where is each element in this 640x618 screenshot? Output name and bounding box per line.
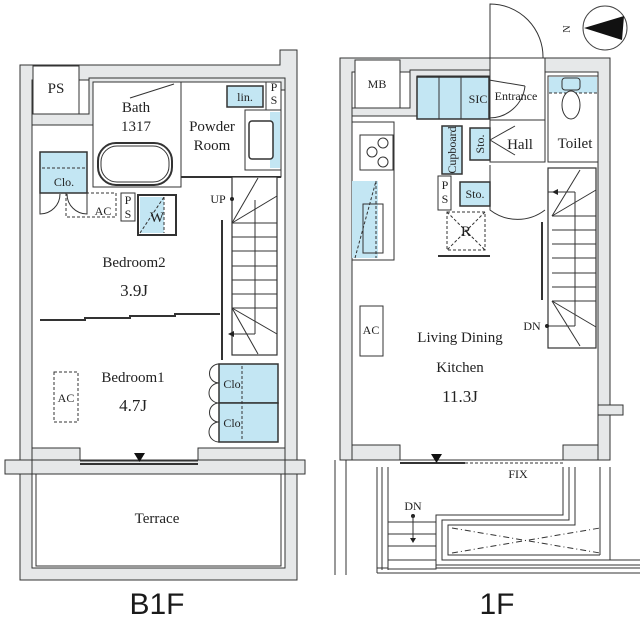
b1f-ps-box <box>32 65 80 115</box>
label-powder: Powder <box>189 119 235 135</box>
label-ps-p: P <box>271 80 278 94</box>
label-hall: Hall <box>507 137 533 153</box>
b1f-bedroom-bottom-wall <box>31 447 286 461</box>
burner-icon <box>366 146 378 158</box>
bathtub-icon <box>97 142 173 186</box>
label-bath-size: 1317 <box>121 119 152 135</box>
1f-staircase[interactable] <box>545 167 597 349</box>
label-bedroom2-size: 3.9J <box>120 281 148 300</box>
label-ac: AC <box>363 323 380 337</box>
label-mb: MB <box>368 77 387 91</box>
label-bath: Bath <box>122 100 151 116</box>
label-ps3-p: P <box>125 193 132 207</box>
label-sto1: Sto. <box>473 134 487 153</box>
linen-cabinet <box>226 85 264 108</box>
label-fridge: R <box>461 224 471 240</box>
entrance-marker-icon <box>134 453 145 462</box>
sink-icon <box>248 120 274 160</box>
label-dn2: DN <box>404 499 422 513</box>
label-washer: W <box>150 210 165 226</box>
label-sto2: Sto. <box>465 187 484 201</box>
b1f-plan <box>4 49 306 581</box>
bath-door-line <box>129 83 175 99</box>
label-ps-p: P <box>442 178 449 192</box>
label-ldk: Living Dining <box>417 330 503 346</box>
1f-hall <box>489 119 546 163</box>
toilet-tank-icon <box>561 77 581 91</box>
floor-label-1f: 1F <box>479 588 514 618</box>
closet-folding-doors <box>208 363 220 443</box>
b1f-stub-left <box>4 459 33 475</box>
1f-balcony <box>334 460 640 575</box>
1f-plan <box>334 3 640 575</box>
compass-icon <box>582 5 628 51</box>
storage-1 <box>469 127 491 161</box>
label-ps: PS <box>48 81 65 97</box>
label-clo2: Clo <box>223 377 240 391</box>
label-sic: SIC <box>469 92 488 106</box>
b1f-terrace-wall <box>31 459 286 475</box>
label-ldk-size: 11.3J <box>442 387 478 406</box>
label-clo: Clo. <box>54 175 74 189</box>
entrance-door-arc[interactable] <box>489 3 544 59</box>
vanity-blue <box>270 112 280 168</box>
b1f-closet-3 <box>218 402 279 443</box>
label-linen: lin. <box>237 90 253 104</box>
label-up: UP <box>210 192 226 206</box>
label-fix: FIX <box>508 467 528 481</box>
cupboard <box>441 125 463 175</box>
kitchen-sink-area <box>352 181 378 258</box>
floor-label-b1f: B1F <box>129 588 184 618</box>
label-terrace: Terrace <box>135 511 180 527</box>
toilet-bowl-icon <box>561 90 581 120</box>
closet-door-arc-left <box>39 193 61 215</box>
hall-door-lines <box>489 125 516 156</box>
label-clo3: Clo <box>223 416 240 430</box>
sic-door-arc <box>488 79 526 119</box>
label-bedroom2: Bedroom2 <box>102 255 165 271</box>
b1f-closet-2 <box>218 363 279 404</box>
label-bedroom1-size: 4.7J <box>119 396 147 415</box>
label-dn: DN <box>523 319 541 333</box>
1f-ac-unit <box>359 305 384 357</box>
label-entrance: Entrance <box>495 89 538 103</box>
b1f-staircase[interactable] <box>228 176 278 356</box>
label-toilet: Toilet <box>558 136 594 152</box>
entrance-marker-icon <box>431 454 442 463</box>
ldk-door-arc[interactable] <box>489 165 546 220</box>
sic-closet <box>416 76 490 120</box>
washer-diag <box>139 196 165 234</box>
b1f-stub-right <box>284 459 306 475</box>
label-bedroom1: Bedroom1 <box>101 370 164 386</box>
label-ps3-s: S <box>125 207 132 221</box>
1f-stub-right <box>597 404 624 416</box>
label-room: Room <box>194 138 231 154</box>
refrigerator-space <box>446 211 486 251</box>
balcony-planter <box>435 467 640 566</box>
label-ac2: AC <box>58 391 75 405</box>
compass-n-label: N <box>562 25 573 32</box>
burner-icon <box>377 156 389 168</box>
bathtub-inner <box>100 145 170 183</box>
b1f-ac-outline <box>65 192 117 218</box>
label-ps-s: S <box>442 192 449 206</box>
label-ps-s: S <box>271 93 278 107</box>
b1f-closet <box>39 151 88 194</box>
closet-door-arc-right <box>66 193 88 215</box>
label-cupboard: Cupboard <box>445 126 459 173</box>
1f-ps-small <box>437 175 452 211</box>
1f-bottom-wall <box>351 444 599 461</box>
b1f-ac-dashed <box>53 371 79 423</box>
bedroom-sliding-partition[interactable] <box>40 313 220 321</box>
1f-mb-box <box>354 59 401 109</box>
label-ldk-kitchen: Kitchen <box>436 360 484 376</box>
label-ac: AC <box>95 204 112 218</box>
burner-icon <box>377 137 389 149</box>
1f-entrance[interactable] <box>489 57 546 121</box>
b1f-terrace <box>35 473 282 567</box>
b1f-ps-small-2 <box>120 192 136 222</box>
